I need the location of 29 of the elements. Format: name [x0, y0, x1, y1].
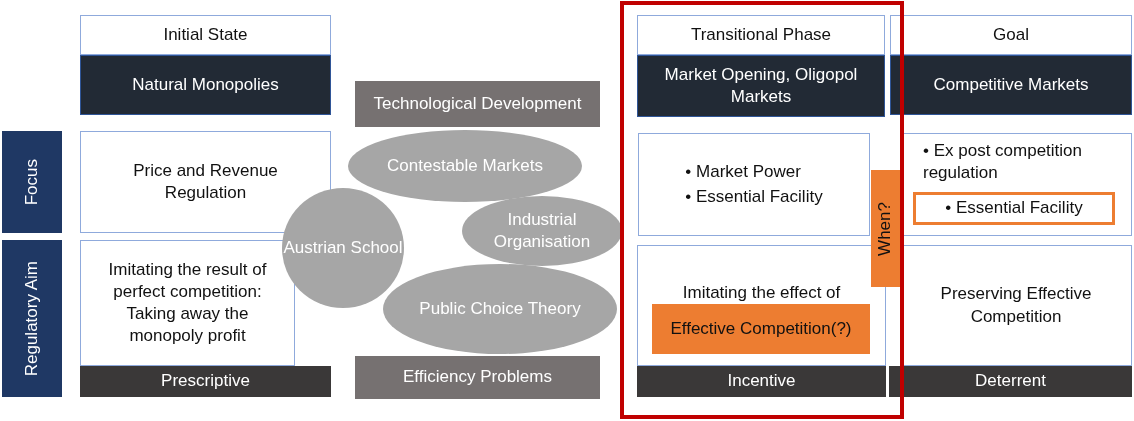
row-header	[2, 240, 62, 397]
mechanism-bar: Prescriptive	[80, 366, 331, 397]
highlight-box	[913, 192, 1115, 225]
bullet-item: • Market Power	[685, 161, 802, 184]
column-header: Goal	[890, 15, 1132, 55]
factor-box: Technological Development	[355, 81, 600, 127]
bullet-item: • Essential Facility	[945, 197, 1083, 220]
bullet-item: • Ex post competition regulation	[923, 140, 1084, 185]
row-label: Regulatory Aim	[20, 260, 42, 377]
row-header	[2, 131, 62, 233]
mechanism-bar: Deterrent	[889, 366, 1132, 397]
theory-ellipse: Contestable Markets	[348, 130, 582, 202]
focus-cell: Price and Revenue Regulation	[80, 131, 331, 233]
bullet-item: • Essential Facility	[685, 185, 823, 208]
question-tab	[871, 170, 900, 287]
theory-ellipse: Industrial Organisation	[462, 196, 622, 266]
row-label: Focus	[20, 158, 42, 206]
focus-cell	[638, 133, 870, 236]
mechanism-bar: Incentive	[637, 366, 886, 397]
column-header: Transitional Phase	[637, 15, 885, 55]
cell-text: Imitating the effect of	[682, 282, 841, 304]
state-box: Market Opening, Oligopol Markets	[637, 55, 885, 117]
state-box: Competitive Markets	[890, 55, 1132, 115]
state-box: Natural Monopolies	[80, 55, 331, 115]
column-header: Initial State	[80, 15, 331, 55]
highlight-box: Effective Competition(?)	[652, 304, 870, 354]
factor-box: Efficiency Problems	[355, 356, 600, 399]
theory-ellipse: Public Choice Theory	[383, 264, 617, 354]
row-label: When?	[874, 201, 896, 256]
